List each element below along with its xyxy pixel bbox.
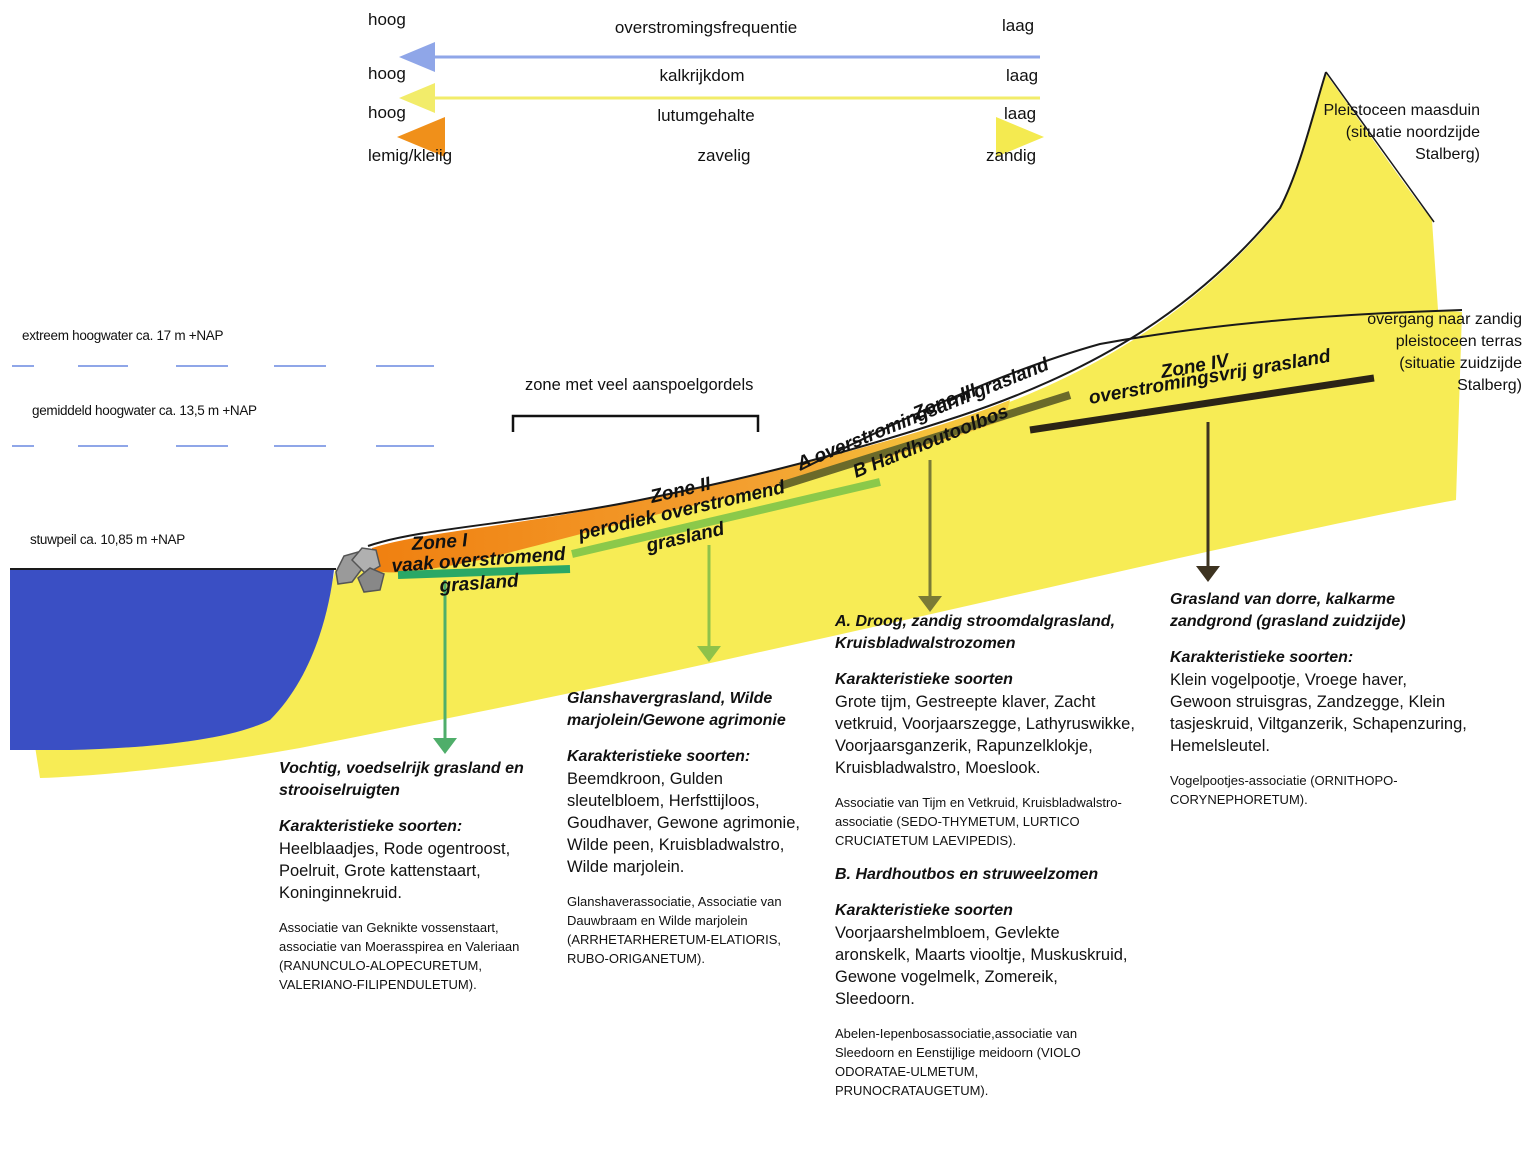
- habitat-zone1: Vochtig, voedselrijk grasland en stroois…: [279, 758, 529, 1008]
- lime-richness-left: hoog: [368, 64, 406, 83]
- dune-label: Pleistoceen maasduin (situatie noordzijd…: [1323, 102, 1480, 163]
- habitat-zone3: A. Droog, zandig stroomdalgrasland, Krui…: [835, 611, 1135, 1114]
- habitat-zone3-title: A. Droog, zandig stroomdalgrasland, Krui…: [835, 613, 1116, 652]
- lime-richness-right: laag: [1006, 66, 1039, 85]
- zone4-bar: [1029, 374, 1375, 434]
- sand-body: [34, 74, 1462, 778]
- texture-middle: zavelig: [697, 146, 751, 165]
- habitat-zone4-association: Vogelpootjes-associatie (ORNITHOPO-CORYN…: [1170, 773, 1398, 807]
- habitat-zone2-association: Glanshaverassociatie, Associatie van Dau…: [567, 894, 782, 966]
- weir-level-label: stuwpeil ca. 10,85 m +NAP: [30, 532, 185, 547]
- habitat-zone4: Grasland van dorre, kalkarme zandgrond (…: [1170, 589, 1470, 823]
- ground-surface-line: [367, 71, 1327, 547]
- clay-content-right: laag: [1004, 104, 1037, 123]
- habitat-zone2-title: Glanshavergrasland, Wilde marjolein/Gewo…: [567, 690, 786, 729]
- flood-frequency-right: laag: [1002, 16, 1035, 35]
- terrace-surface-line: [799, 309, 1463, 471]
- texture-right: zandig: [986, 146, 1037, 165]
- habitat-zone3b-species: Voorjaarshelmbloem, Gevlekte aronskelk, …: [835, 924, 1128, 1008]
- habitat-zone3-species-heading: Karakteristieke soorten: [835, 671, 1013, 688]
- zone1-bar: [397, 565, 571, 579]
- habitat-zone1-association: Associatie van Geknikte vossenstaart, as…: [279, 920, 520, 992]
- zone2-bar: [571, 478, 881, 558]
- terrace-label: overgang naar zandig pleistoceen terras …: [1367, 311, 1522, 394]
- deposit-zone-label: zone met veel aanspoelgordels: [525, 376, 754, 394]
- zone3-bar: [778, 391, 1072, 490]
- habitat-zone1-title: Vochtig, voedselrijk grasland en stroois…: [279, 760, 524, 799]
- habitat-zone3-association: Associatie van Tijm en Vetkruid, Kruisbl…: [835, 795, 1122, 848]
- dune-edge-line: [1325, 71, 1435, 223]
- habitat-zone2-species-heading: Karakteristieke soorten:: [567, 748, 751, 765]
- clay-content-left: hoog: [368, 103, 406, 122]
- habitat-zone3-species: Grote tijm, Gestreepte klaver, Zacht vet…: [835, 693, 1135, 777]
- habitat-zone1-species-heading: Karakteristieke soorten:: [279, 818, 463, 835]
- flood-frequency-title: overstromingsfrequentie: [614, 18, 798, 37]
- zone2-arrowhead: [697, 646, 721, 662]
- habitat-zone4-species-heading: Karakteristieke soorten:: [1170, 649, 1354, 666]
- zone1-arrowhead: [433, 738, 457, 754]
- zone3-arrowhead: [918, 596, 942, 612]
- extreme-water-label: extreem hoogwater ca. 17 m +NAP: [22, 328, 224, 343]
- habitat-zone3b-species-heading: Karakteristieke soorten: [835, 902, 1013, 919]
- habitat-zone4-title: Grasland van dorre, kalkarme zandgrond (…: [1170, 591, 1406, 630]
- texture-left: lemig/kleiig: [368, 146, 453, 165]
- habitat-zone4-species: Klein vogelpootje, Vroege haver, Gewoon …: [1170, 671, 1467, 755]
- zone4-arrowhead: [1196, 566, 1220, 582]
- clay-content-title: lutumgehalte: [657, 106, 755, 125]
- lime-richness-title: kalkrijkdom: [659, 66, 745, 85]
- zone1-label-title: Zone I: [410, 530, 469, 555]
- flood-frequency-left: hoog: [368, 10, 406, 29]
- river-water: [10, 570, 334, 750]
- deposit-zone-bracket: [511, 414, 760, 432]
- habitat-zone3b-association: Abelen-Iepenbosassociatie,associatie van…: [835, 1026, 1081, 1098]
- clay-layer: [372, 400, 1010, 573]
- average-water-label: gemiddeld hoogwater ca. 13,5 m +NAP: [32, 403, 257, 418]
- habitat-zone3b-title: B. Hardhoutbos en struweelzomen: [835, 866, 1099, 883]
- habitat-zone2-species: Beemdkroon, Gulden sleutelbloem, Herfstt…: [567, 770, 800, 876]
- habitat-zone2: Glanshavergrasland, Wilde marjolein/Gewo…: [567, 688, 817, 982]
- riprap-rocks: [335, 547, 385, 593]
- habitat-zone1-species: Heelblaadjes, Rode ogentroost, Poelruit,…: [279, 840, 511, 902]
